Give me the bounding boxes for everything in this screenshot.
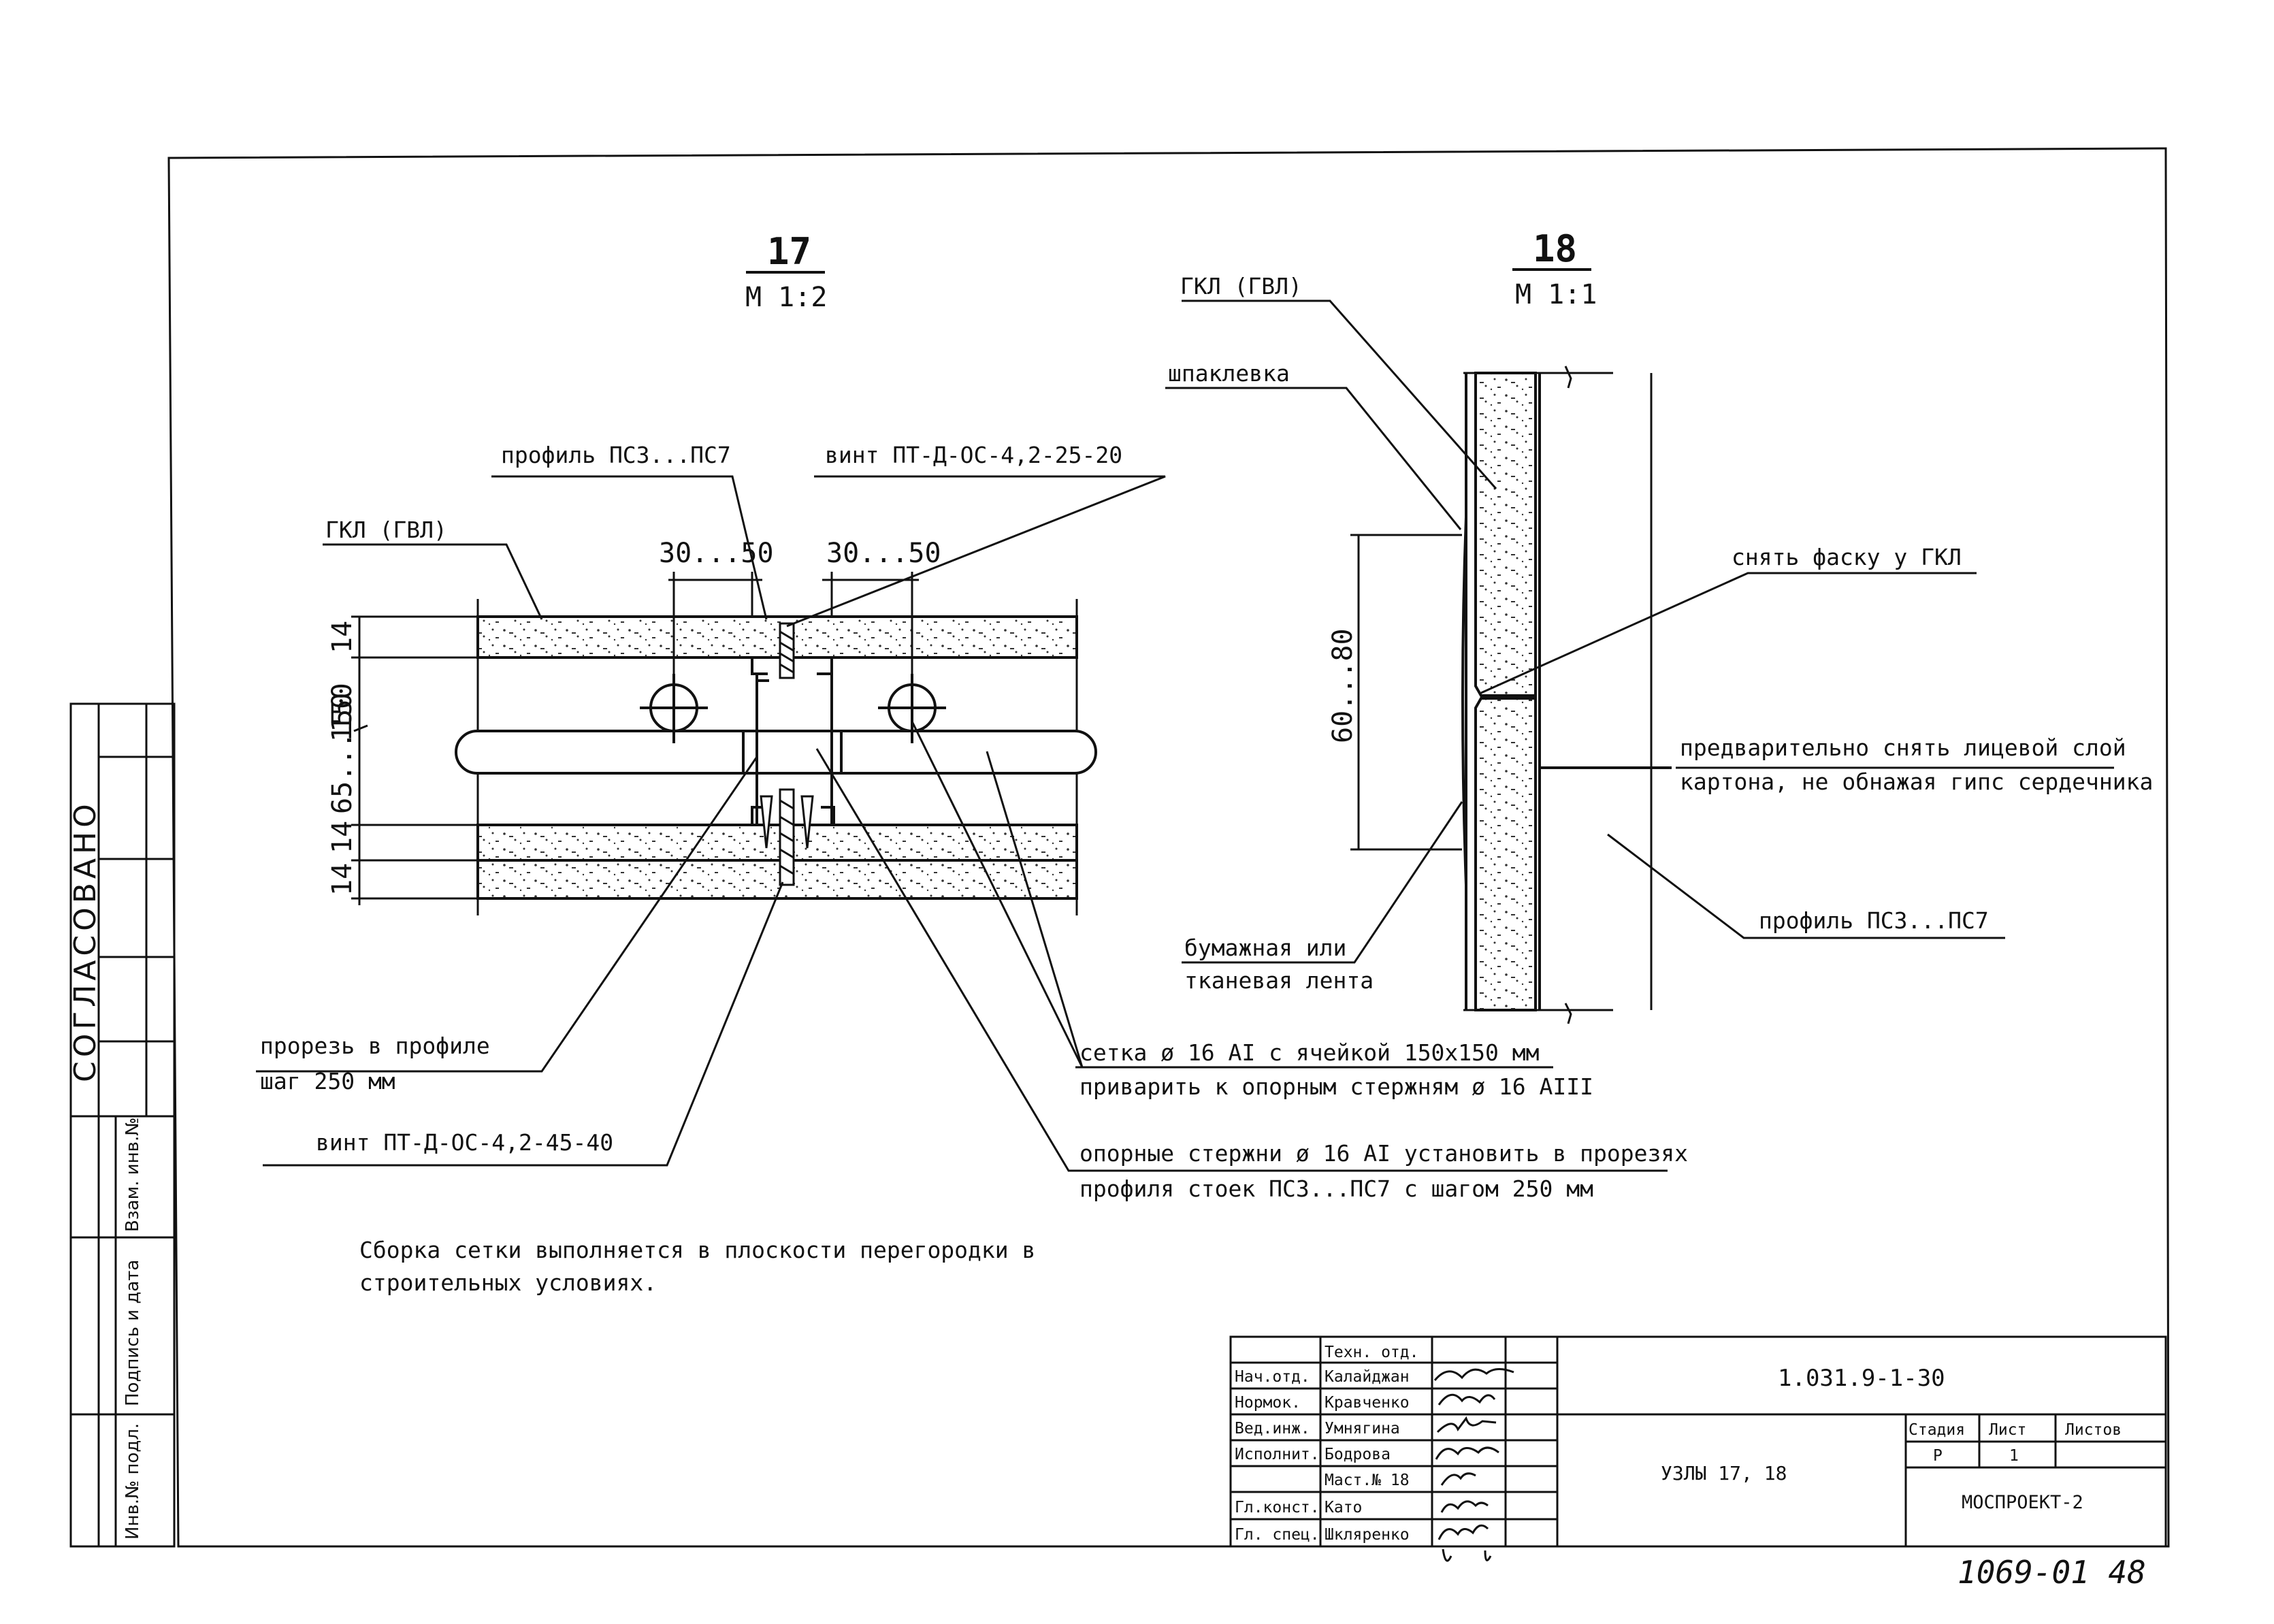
node18-dim-value: 60...80 <box>1327 628 1359 743</box>
node17-screw-bottom <box>760 788 814 886</box>
node17-dim-wall: 150 <box>327 693 358 742</box>
title-block-grid <box>1229 1335 2167 1548</box>
node17-label-screw-bottom: винт ПТ-Д-ОС-4,2-45-40 <box>316 1129 613 1156</box>
node17-dim-t3: 14 <box>327 863 358 896</box>
node17-dim-left-offset: 30...50 <box>659 538 774 569</box>
node17-label-profile: профиль ПС3...ПС7 <box>501 442 731 468</box>
node17-dim-right-offset: 30...50 <box>826 538 941 569</box>
tb-name-4: Бодрова <box>1325 1446 1391 1463</box>
inv-orig-stamp: Инв.№ подл. <box>123 1423 143 1540</box>
node18-stud-lines <box>1461 373 1672 1010</box>
node17-leaders <box>256 475 1668 1172</box>
node18-label-gkl: ГКЛ (ГВЛ) <box>1180 273 1302 299</box>
tb-sheets-label: Листов <box>2065 1421 2122 1439</box>
tb-sheet-label: Лист <box>1989 1421 2026 1439</box>
node18-label-profile: профиль ПС3...ПС7 <box>1759 907 1989 934</box>
tb-role-7: Гл. спец. <box>1235 1526 1320 1544</box>
node17-dim-t2: 14 <box>327 821 358 854</box>
node17-board-top <box>476 615 1078 659</box>
tb-doc-code: 1.031.9-1-30 <box>1778 1365 1945 1392</box>
node17-board-bottom-2 <box>476 859 1078 900</box>
node17-label-cut-1: прорезь в профиле <box>260 1033 490 1059</box>
tb-sheet: 1 <box>2009 1447 2019 1465</box>
node18-board-lower <box>1474 697 1537 1011</box>
note-line-2: строительных условиях. <box>359 1269 657 1296</box>
node17-label-mesh-2: приварить к опорным стержням ø 16 АIII <box>1079 1073 1593 1100</box>
node18-dim-tape <box>1350 534 1462 851</box>
node17-label-mesh-1: сетка ø 16 АI с ячейкой 150x150 мм <box>1079 1039 1540 1066</box>
node17-label-screw-top: винт ПТ-Д-ОС-4,2-25-20 <box>825 442 1122 468</box>
node17-rebar <box>455 730 1097 775</box>
tb-name-7: Шкляренко <box>1325 1526 1410 1544</box>
node17-number: 17 <box>767 230 811 273</box>
node18-label-pre-2: картона, не обнажая гипс сердечника <box>1680 768 2153 795</box>
node17-label-rods-1: опорные стержни ø 16 АI установить в про… <box>1079 1140 1688 1167</box>
node17-rod-left <box>640 674 708 743</box>
inv-repl-stamp: Взам. инв.№ <box>123 1118 143 1232</box>
node17-label-cut-2: шаг 250 мм <box>260 1068 395 1094</box>
sign-date-stamp: Подпись и дата <box>123 1260 143 1406</box>
node18-label-putty: шпаклевка <box>1168 360 1290 387</box>
tb-name-3: Умнягина <box>1325 1420 1400 1438</box>
node17-dim-gap: 65...150 <box>327 683 358 814</box>
node18-scale: М 1:1 <box>1515 279 1597 310</box>
node17-rod-right <box>878 674 946 743</box>
node18-label-chamfer: снять фаску у ГКЛ <box>1732 544 1962 570</box>
side-stamp-block <box>69 702 176 1548</box>
tb-name-0: Техн. отд. <box>1325 1344 1418 1361</box>
agreed-stamp: СОГЛАСОВАНО <box>68 800 103 1082</box>
tb-sheet-title: УЗЛЫ 17, 18 <box>1661 1462 1787 1484</box>
tb-role-1: Нач.отд. <box>1235 1368 1310 1386</box>
node17-label-gkl: ГКЛ (ГВЛ) <box>325 517 447 543</box>
node17-screw-top <box>779 622 795 679</box>
node17-label-rods-2: профиля стоек ПС3...ПС7 с шагом 250 мм <box>1079 1175 1593 1202</box>
tb-role-3: Вед.инж. <box>1235 1420 1310 1438</box>
tb-stage: Р <box>1933 1447 1943 1465</box>
tb-role-2: Нормок. <box>1235 1394 1301 1412</box>
node17-dim-t1: 14 <box>327 621 358 653</box>
node18-label-tape-1: бумажная или <box>1184 935 1346 961</box>
tb-org: МОСПРОЕКТ-2 <box>1962 1492 2083 1513</box>
node17-profile <box>751 657 835 825</box>
node18-number: 18 <box>1533 227 1577 270</box>
node17-board-bottom-1 <box>476 824 1078 862</box>
node18-break-marks <box>1463 366 1653 1024</box>
tb-name-1: Калайджан <box>1325 1368 1410 1386</box>
node18-leaders <box>1165 299 2114 964</box>
tb-name-5: Маст.№ 18 <box>1325 1472 1410 1489</box>
note-line-1: Сборка сетки выполняется в плоскости пер… <box>359 1237 1035 1263</box>
node18-label-pre-1: предварительно снять лицевой слой <box>1680 734 2126 761</box>
archive-number: 1069-01 48 <box>1958 1554 2146 1591</box>
tb-name-2: Кравченко <box>1325 1394 1410 1412</box>
node17-dim-stack <box>351 615 478 905</box>
node18-board-upper <box>1474 372 1537 697</box>
tb-role-4: Исполнит. <box>1235 1446 1320 1463</box>
tb-name-6: Като <box>1325 1499 1362 1516</box>
tb-stage-label: Стадия <box>1908 1421 1965 1439</box>
tb-role-6: Гл.конст. <box>1235 1499 1320 1516</box>
signatures <box>1433 1368 1514 1562</box>
node18-label-tape-2: тканевая лента <box>1184 967 1374 994</box>
node17-scale: М 1:2 <box>745 282 827 313</box>
